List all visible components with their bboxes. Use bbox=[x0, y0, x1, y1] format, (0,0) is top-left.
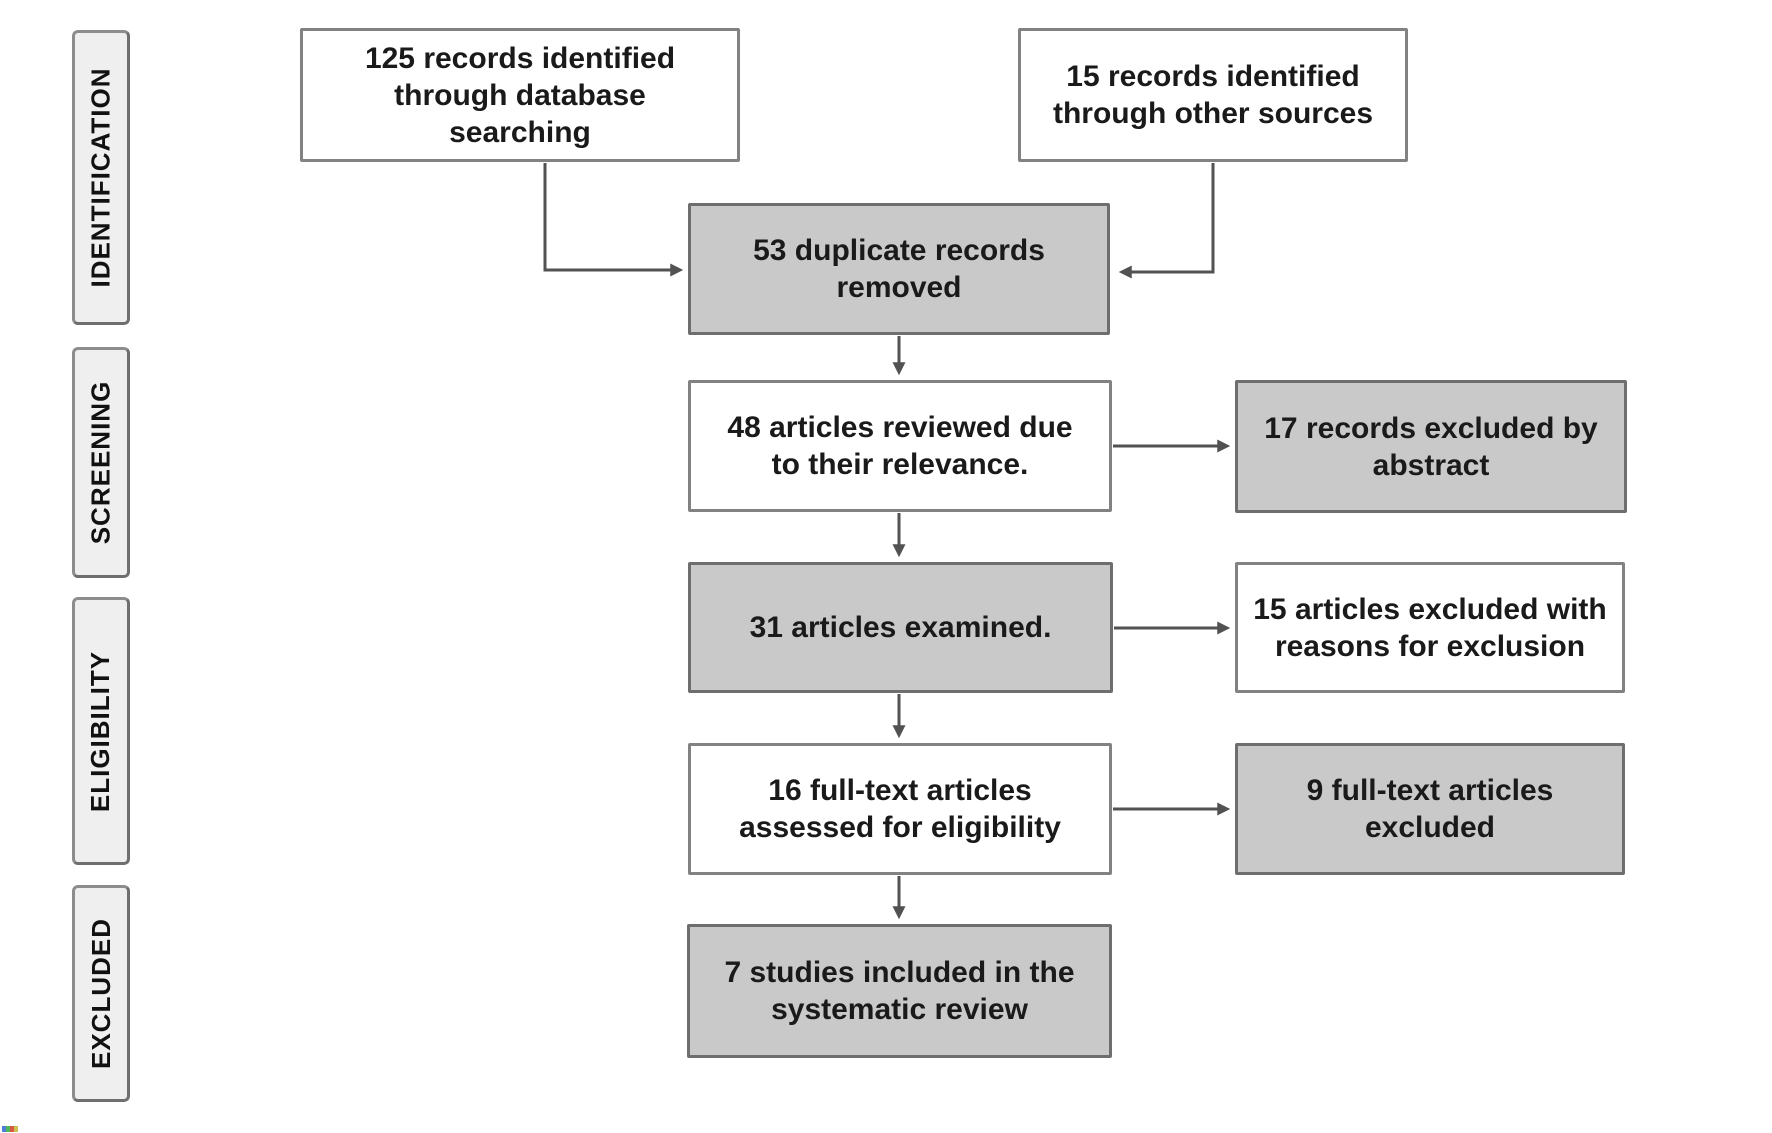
node-fulltext-excluded: 9 full-text articles excluded bbox=[1235, 743, 1625, 875]
stage-screening: SCREENING bbox=[72, 347, 130, 578]
node-excluded-with-reasons-label: 15 articles excluded with reasons for ex… bbox=[1253, 592, 1607, 663]
stage-identification-label: IDENTIFICATION bbox=[85, 67, 116, 288]
node-other-source-records: 15 records identified through other sour… bbox=[1018, 28, 1408, 162]
node-excluded-by-abstract-label: 17 records excluded by abstract bbox=[1264, 411, 1598, 482]
node-articles-reviewed-label: 48 articles reviewed due to their releva… bbox=[727, 411, 1073, 481]
node-fulltext-assessed-label: 16 full-text articles assessed for eligi… bbox=[739, 774, 1061, 844]
node-duplicates-removed: 53 duplicate records removed bbox=[688, 203, 1110, 335]
stage-identification: IDENTIFICATION bbox=[72, 30, 130, 325]
node-other-source-records-label: 15 records identified through other sour… bbox=[1052, 60, 1374, 130]
node-duplicates-removed-label: 53 duplicate records removed bbox=[753, 234, 1045, 304]
corner-pixel-artifact bbox=[2, 1126, 18, 1132]
stage-excluded: EXCLUDED bbox=[72, 885, 130, 1102]
node-studies-included-label: 7 studies included in the systematic rev… bbox=[724, 956, 1075, 1026]
node-database-records-label: 125 records identified through database … bbox=[364, 41, 676, 149]
node-fulltext-assessed: 16 full-text articles assessed for eligi… bbox=[688, 743, 1112, 875]
node-articles-examined: 31 articles examined. bbox=[688, 562, 1113, 693]
stage-eligibility: ELIGIBILITY bbox=[72, 597, 130, 865]
node-excluded-by-abstract: 17 records excluded by abstract bbox=[1235, 380, 1627, 513]
node-articles-examined-label: 31 articles examined. bbox=[749, 611, 1052, 644]
node-studies-included: 7 studies included in the systematic rev… bbox=[687, 924, 1112, 1058]
node-database-records: 125 records identified through database … bbox=[300, 28, 740, 162]
stage-eligibility-label: ELIGIBILITY bbox=[85, 650, 116, 812]
stage-screening-label: SCREENING bbox=[85, 380, 116, 545]
node-fulltext-excluded-label: 9 full-text articles excluded bbox=[1306, 774, 1554, 844]
stage-excluded-label: EXCLUDED bbox=[85, 917, 116, 1070]
node-excluded-with-reasons: 15 articles excluded with reasons for ex… bbox=[1235, 562, 1625, 693]
node-articles-reviewed: 48 articles reviewed due to their releva… bbox=[688, 380, 1112, 512]
